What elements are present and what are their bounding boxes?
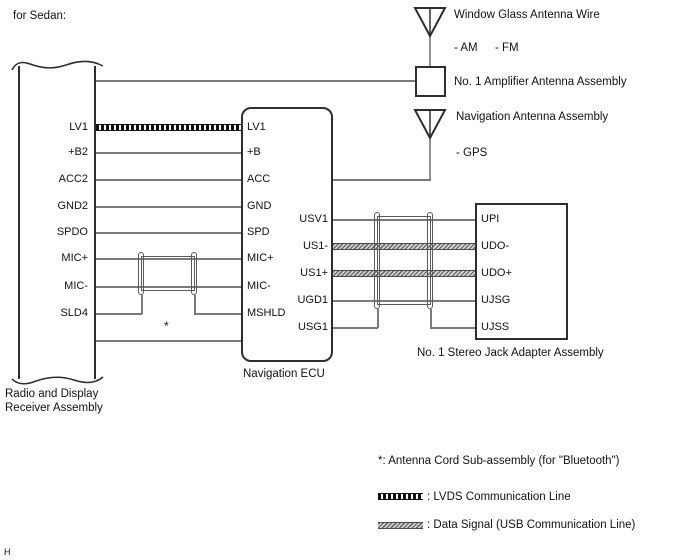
window-antenna-band-am: - AM — [454, 42, 478, 54]
mic-shield-symbol — [141, 256, 195, 291]
wire-us1-minus-data — [333, 243, 475, 250]
ecu-pin-lv1: LV1 — [247, 121, 266, 133]
ecu-pin-b: +B — [247, 146, 261, 158]
radio-pin-mic-plus: MIC+ — [61, 252, 88, 264]
radio-box-bottom-break-line — [11, 376, 104, 385]
wire-amp-antenna — [96, 80, 415, 82]
legend-note: *: Antenna Cord Sub-assembly (for "Bluet… — [378, 455, 620, 467]
radio-pin-gnd2: GND2 — [57, 200, 88, 212]
stereo-pin-udo-minus: UDO- — [481, 240, 510, 252]
wire-ugd1-ujsg — [333, 300, 475, 302]
ecu-pin-ugd1: UGD1 — [297, 294, 328, 306]
radio-pin-mic-minus: MIC- — [64, 280, 88, 292]
footer-page-letter: H — [4, 547, 11, 557]
stereo-jack-box — [475, 203, 568, 340]
ecu-pin-usg1: USG1 — [298, 321, 328, 333]
amplifier-label: No. 1 Amplifier Antenna Assembly — [454, 76, 627, 88]
usb-shield-right-bar — [427, 212, 433, 309]
lvds-legend-label: : LVDS Communication Line — [427, 491, 571, 503]
radio-box-top-break-line — [11, 60, 104, 71]
bluetooth-cord-asterisk: * — [164, 319, 169, 333]
ecu-pin-gnd: GND — [247, 200, 272, 212]
ecu-pin-acc: ACC — [247, 173, 271, 185]
wire-usv1-upi — [333, 219, 475, 221]
ecu-pin-us1-minus: US1- — [302, 240, 328, 252]
radio-pin-b2: +B2 — [68, 146, 88, 158]
radio-pin-spdo: SPDO — [56, 226, 88, 238]
stereo-jack-label: No. 1 Stereo Jack Adapter Assembly — [417, 347, 604, 359]
ecu-pin-mic-minus: MIC- — [247, 280, 271, 292]
ecu-pin-mshld: MSHLD — [247, 307, 286, 319]
ecu-pin-mic-plus: MIC+ — [247, 252, 274, 264]
usb-shield-left-bar — [374, 212, 380, 309]
wire-usg1 — [333, 327, 378, 329]
wire-gnd — [96, 206, 241, 208]
radio-box-right-edge — [94, 66, 96, 379]
navigation-antenna-band-gps: - GPS — [456, 147, 488, 159]
usb-legend-swatch — [378, 522, 423, 529]
amplifier-box — [415, 66, 446, 97]
wire-lvds — [96, 124, 241, 131]
stereo-pin-ujsg: UJSG — [481, 294, 511, 306]
ecu-pin-spd: SPD — [247, 226, 270, 238]
wire-spd — [96, 232, 241, 234]
wire-ujss-shield-riser — [430, 309, 432, 328]
radio-pin-acc2: ACC2 — [58, 173, 88, 185]
wire-plus-b — [96, 152, 241, 154]
wire-ujss — [430, 327, 475, 329]
wire-sld4-shield-riser — [141, 295, 143, 314]
window-antenna-label: Window Glass Antenna Wire — [454, 9, 600, 21]
radio-pin-lv1: LV1 — [69, 121, 88, 133]
radio-box-label-line1: Radio and Display — [5, 388, 99, 400]
wire-mic-minus — [96, 286, 241, 288]
stereo-pin-upi: UPI — [481, 213, 500, 225]
stereo-pin-ujss: UJSS — [481, 321, 510, 333]
wire-mshld — [194, 313, 241, 315]
stereo-pin-udo-plus: UDO+ — [481, 267, 512, 279]
navigation-ecu-box — [241, 107, 333, 362]
window-antenna-icon — [413, 7, 447, 66]
wire-mshld-shield-riser — [194, 295, 196, 314]
wire-acc — [96, 179, 241, 181]
wire-us1-plus-data — [333, 270, 475, 277]
radio-box-left-edge — [18, 66, 20, 379]
diagram-caption: for Sedan: — [13, 10, 67, 22]
window-antenna-band-fm: - FM — [495, 42, 519, 54]
usb-shield-symbol — [377, 216, 431, 305]
navigation-antenna-icon — [413, 109, 447, 181]
mic-shield-left-bar — [138, 252, 144, 295]
navigation-antenna-label: Navigation Antenna Assembly — [456, 111, 609, 123]
ecu-pin-usv1: USV1 — [299, 213, 328, 225]
wire-sld4 — [96, 313, 142, 315]
navigation-ecu-label: Navigation ECU — [243, 368, 325, 380]
lvds-legend-swatch — [378, 493, 423, 500]
radio-pin-sld4: SLD4 — [60, 307, 88, 319]
wire-bluetooth-cord — [96, 340, 241, 342]
wire-usg1-shield-riser — [377, 309, 379, 328]
mic-shield-right-bar — [191, 252, 197, 295]
radio-box-label-line2: Receiver Assembly — [5, 402, 103, 414]
wire-gps — [333, 179, 431, 181]
usb-legend-label: : Data Signal (USB Communication Line) — [427, 519, 636, 531]
ecu-pin-us1-plus: US1+ — [300, 267, 328, 279]
wire-mic-plus — [96, 258, 241, 260]
